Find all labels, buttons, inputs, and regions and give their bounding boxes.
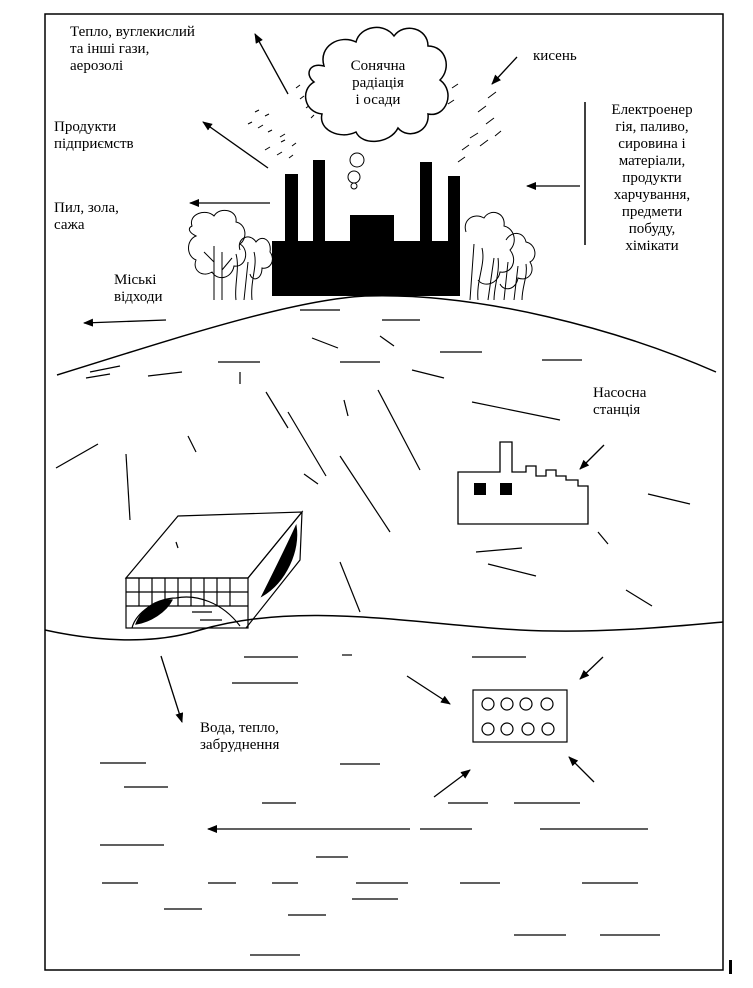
landfill [124,510,304,629]
factory-tower [350,215,394,245]
arrow-water [160,655,184,723]
label-dust: Пил, зола, сажа [54,200,119,233]
arrow-oxygen [491,56,518,85]
label-enterprise-products: Продукти підприємств [54,119,134,152]
factory-building [272,241,460,296]
label-urban-waste: Міські відходи [114,272,163,305]
arrow-treatment-in [568,756,595,783]
station-window [500,483,512,495]
treatment-plant [472,689,568,743]
cloud [304,26,449,142]
label-cloud: Сонячна радіація і осади [350,58,406,108]
tree-right [464,211,536,301]
factory-chimney [313,160,325,244]
text-cursor [729,960,732,974]
hill-outline [56,294,717,376]
flow-arrows [83,33,605,833]
arrow-pump [579,444,605,470]
cloud-bubble [347,170,361,184]
ground-strokes [55,309,691,613]
label-pumping-station: Насосна станція [593,385,647,418]
label-inputs: Електроенер гія, паливо, сировина і мате… [611,102,693,254]
cloud-bubble [349,152,365,168]
label-heat-gases: Тепло, вуглекислий та інші гази, аерозол… [70,24,195,74]
arrow-waste [83,318,167,327]
arrow-products [202,121,269,169]
tree-left [188,209,273,301]
label-oxygen: кисень [533,48,577,64]
arrow-treatment-in [406,675,451,705]
cloud-bubble [350,182,358,190]
arrow-treatment-in [579,656,604,680]
diagram-frame [44,13,724,971]
arrow-heat-gases [254,33,289,95]
label-water: Вода, тепло, забруднення [200,720,280,753]
water-ripples [100,654,660,956]
factory-chimney [420,162,432,244]
arrow-treatment-in [433,769,471,798]
station-window [474,483,486,495]
factory-chimney [448,176,460,244]
factory [272,160,460,296]
pumping-station [457,441,589,525]
factory-chimney [285,174,298,244]
water-boundary [44,614,724,641]
